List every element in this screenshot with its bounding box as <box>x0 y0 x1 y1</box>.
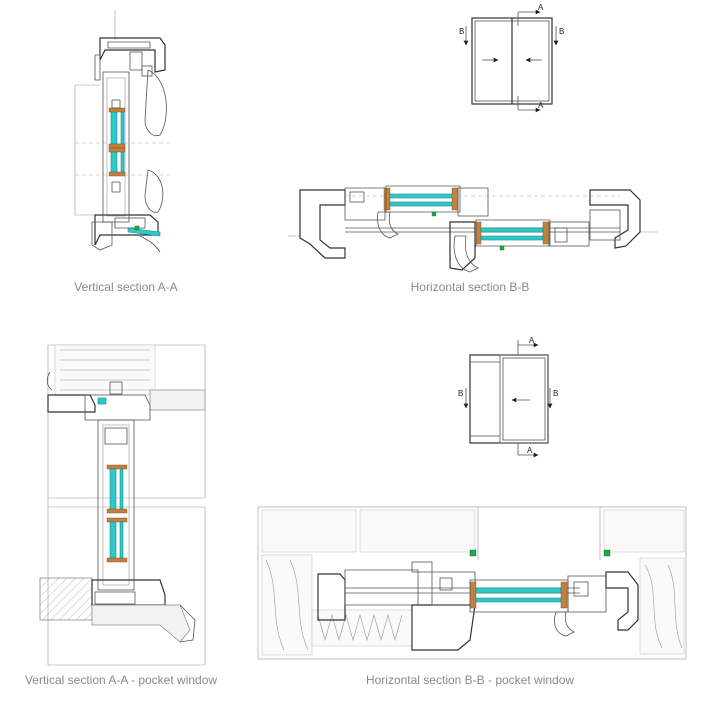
vertical-pocket-caption: Vertical section A-A - pocket window <box>25 673 217 687</box>
horizontal-section-drawing <box>288 185 658 273</box>
marker-b-left: B <box>459 27 464 36</box>
vertical-section-drawing <box>74 10 170 253</box>
horizontal-pocket-drawing <box>257 506 687 660</box>
horizontal-section-caption: Horizontal section B-B <box>411 280 530 294</box>
marker-a-bottom: A <box>538 101 544 110</box>
horizontal-section-caption-group: Horizontal section B-B <box>411 280 530 294</box>
vertical-section-caption: Vertical section A-A <box>74 280 177 294</box>
key-plan-bottom: A A B B <box>458 336 558 458</box>
marker-a-bottom-2: A <box>527 446 533 455</box>
marker-a-top-2: A <box>529 336 535 345</box>
vertical-section-caption-group: Vertical section A-A <box>74 280 177 294</box>
horizontal-pocket-caption-group: Horizontal section B-B - pocket window <box>366 673 574 687</box>
marker-b-right: B <box>559 27 564 36</box>
marker-b-left-2: B <box>458 389 463 398</box>
key-plan-top: A A B B <box>459 3 564 113</box>
marker-a-top: A <box>538 3 544 12</box>
horizontal-pocket-caption: Horizontal section B-B - pocket window <box>366 673 574 687</box>
vertical-pocket-drawing <box>39 344 206 666</box>
vertical-pocket-caption-group: Vertical section A-A - pocket window <box>25 673 217 687</box>
marker-b-right-2: B <box>553 389 558 398</box>
